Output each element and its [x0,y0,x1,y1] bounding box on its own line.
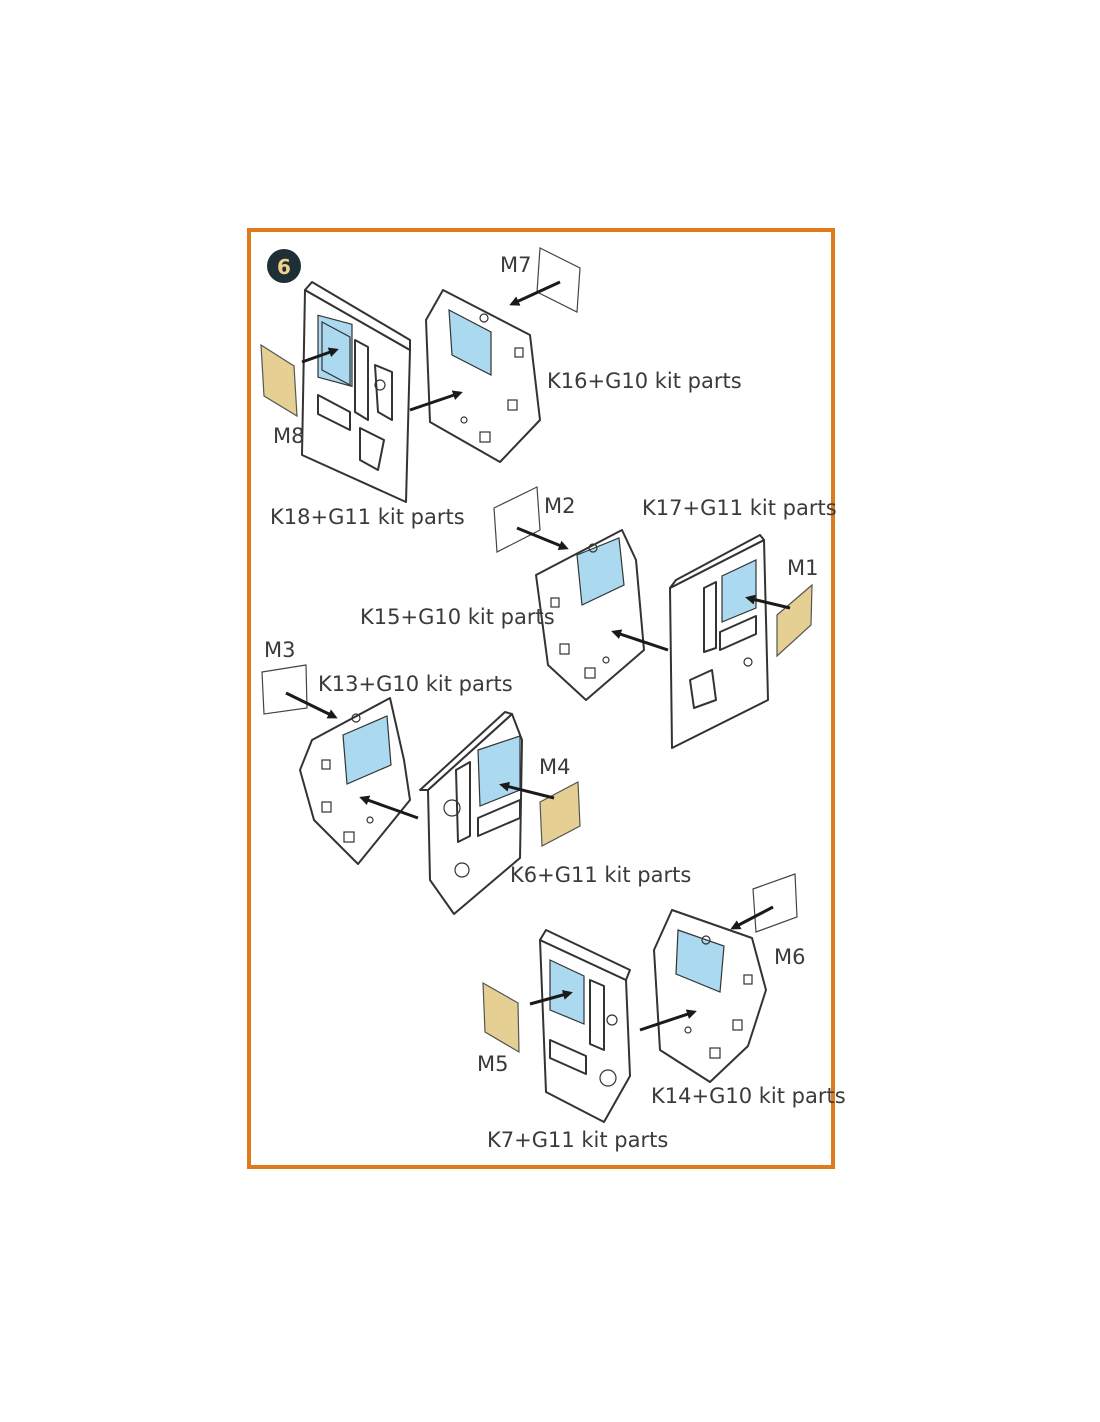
mask-m5 [482,981,520,1054]
label-m4: M4 [539,755,570,779]
mask-m4 [539,781,581,847]
step-badge: 6 [267,249,301,283]
mask-m6 [752,873,798,933]
door-frame-k17 [669,534,769,749]
step-number: 6 [277,255,291,279]
label-k17: K17+G11 kit parts [642,496,837,520]
label-k15: K15+G10 kit parts [360,605,555,629]
label-k18: K18+G11 kit parts [270,505,465,529]
label-m2: M2 [544,494,575,518]
door-frame-k18 [301,281,411,503]
label-k7: K7+G11 kit parts [487,1128,668,1152]
door-card-k15 [535,529,645,701]
door-card-k16 [425,289,541,463]
step-frame [247,228,835,1169]
mask-m1 [776,583,813,658]
mask-m8 [260,343,298,418]
door-frame-k6 [419,711,523,915]
label-m5: M5 [477,1052,508,1076]
label-k16: K16+G10 kit parts [547,369,742,393]
door-card-k14 [653,909,767,1083]
door-frame-k7 [539,929,631,1123]
label-m1: M1 [787,556,818,580]
label-k6: K6+G11 kit parts [510,863,691,887]
label-m6: M6 [774,945,805,969]
label-m8: M8 [273,424,304,448]
mask-m3 [261,664,308,715]
label-k13: K13+G10 kit parts [318,672,513,696]
mask-m7 [536,247,581,313]
mask-m2 [493,486,541,553]
label-k14: K14+G10 kit parts [651,1084,846,1108]
door-card-k13 [299,697,411,865]
label-m7: M7 [500,253,531,277]
label-m3: M3 [264,638,295,662]
